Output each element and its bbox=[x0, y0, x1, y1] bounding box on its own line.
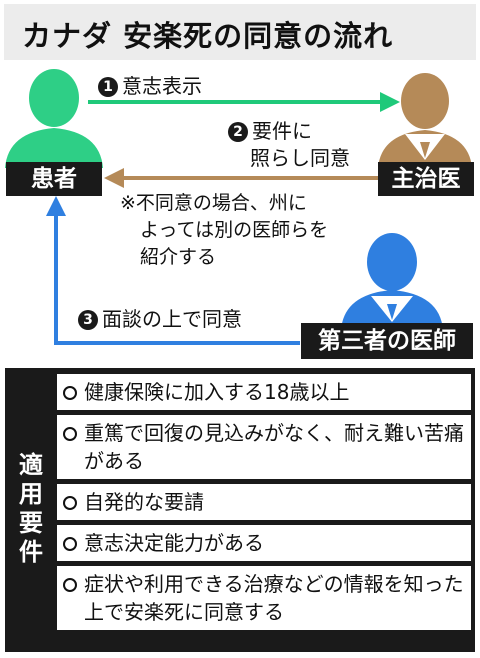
patient-label: 患者 bbox=[6, 162, 102, 196]
requirement-text: 重篤で回復の見込みがなく、耐え難い苦痛がある bbox=[84, 421, 464, 473]
requirement-text: 症状や利用できる治療などの情報を知った上で安楽死に同意する bbox=[84, 572, 464, 624]
bullet-icon bbox=[63, 578, 77, 592]
step2-number: 2 bbox=[228, 122, 248, 142]
requirements-list: 健康保険に加入する18歳以上 重篤で回復の見込みがなく、耐え難い苦痛がある 自発… bbox=[57, 374, 471, 630]
requirement-item: 自発的な要請 bbox=[57, 484, 471, 520]
bullet-icon bbox=[63, 427, 77, 441]
requirement-text: 健康保険に加入する18歳以上 bbox=[84, 380, 350, 404]
doctor-label: 主治医 bbox=[378, 162, 474, 196]
note-line3: 紹介する bbox=[140, 246, 217, 268]
step3-text: 面談の上で同意 bbox=[102, 307, 242, 331]
requirement-item: 症状や利用できる治療などの情報を知った上で安楽死に同意する bbox=[57, 566, 471, 630]
step1-number: 1 bbox=[98, 77, 118, 97]
arrow-third-party-consent bbox=[46, 196, 300, 345]
step2-line2: 照らし同意 bbox=[250, 146, 350, 170]
bullet-icon bbox=[63, 496, 77, 510]
bullet-icon bbox=[63, 537, 77, 551]
third-party-doctor-icon bbox=[341, 233, 443, 330]
note-line1: ※不同意の場合、州に bbox=[120, 192, 307, 214]
requirement-item: 健康保険に加入する18歳以上 bbox=[57, 374, 471, 410]
requirement-text: 意志決定能力がある bbox=[84, 531, 264, 555]
bullet-icon bbox=[63, 386, 77, 400]
requirements-panel: 適用要件 健康保険に加入する18歳以上 重篤で回復の見込みがなく、耐え難い苦痛が… bbox=[5, 368, 475, 652]
third-party-doctor-label: 第三者の医師 bbox=[301, 323, 473, 359]
step3-number: 3 bbox=[78, 310, 98, 330]
requirements-heading-box: 適用要件 bbox=[5, 368, 53, 652]
step1-text: 意志表示 bbox=[122, 74, 202, 98]
title-bar: カナダ 安楽死の同意の流れ bbox=[4, 4, 476, 60]
requirements-heading: 適用要件 bbox=[14, 452, 43, 568]
note-text: ※不同意の場合、州に よっては別の医師らを 紹介する bbox=[120, 190, 328, 271]
flow-diagram bbox=[5, 69, 472, 345]
page-title: カナダ 安楽死の同意の流れ bbox=[22, 19, 394, 53]
requirement-item: 意志決定能力がある bbox=[57, 525, 471, 561]
requirement-item: 重篤で回復の見込みがなく、耐え難い苦痛がある bbox=[57, 415, 471, 479]
step2-line1: 要件に bbox=[252, 119, 312, 143]
patient-icon bbox=[5, 69, 103, 168]
requirement-text: 自発的な要請 bbox=[84, 490, 204, 514]
note-line2: よっては別の医師らを bbox=[140, 219, 329, 241]
doctor-icon bbox=[378, 73, 472, 168]
